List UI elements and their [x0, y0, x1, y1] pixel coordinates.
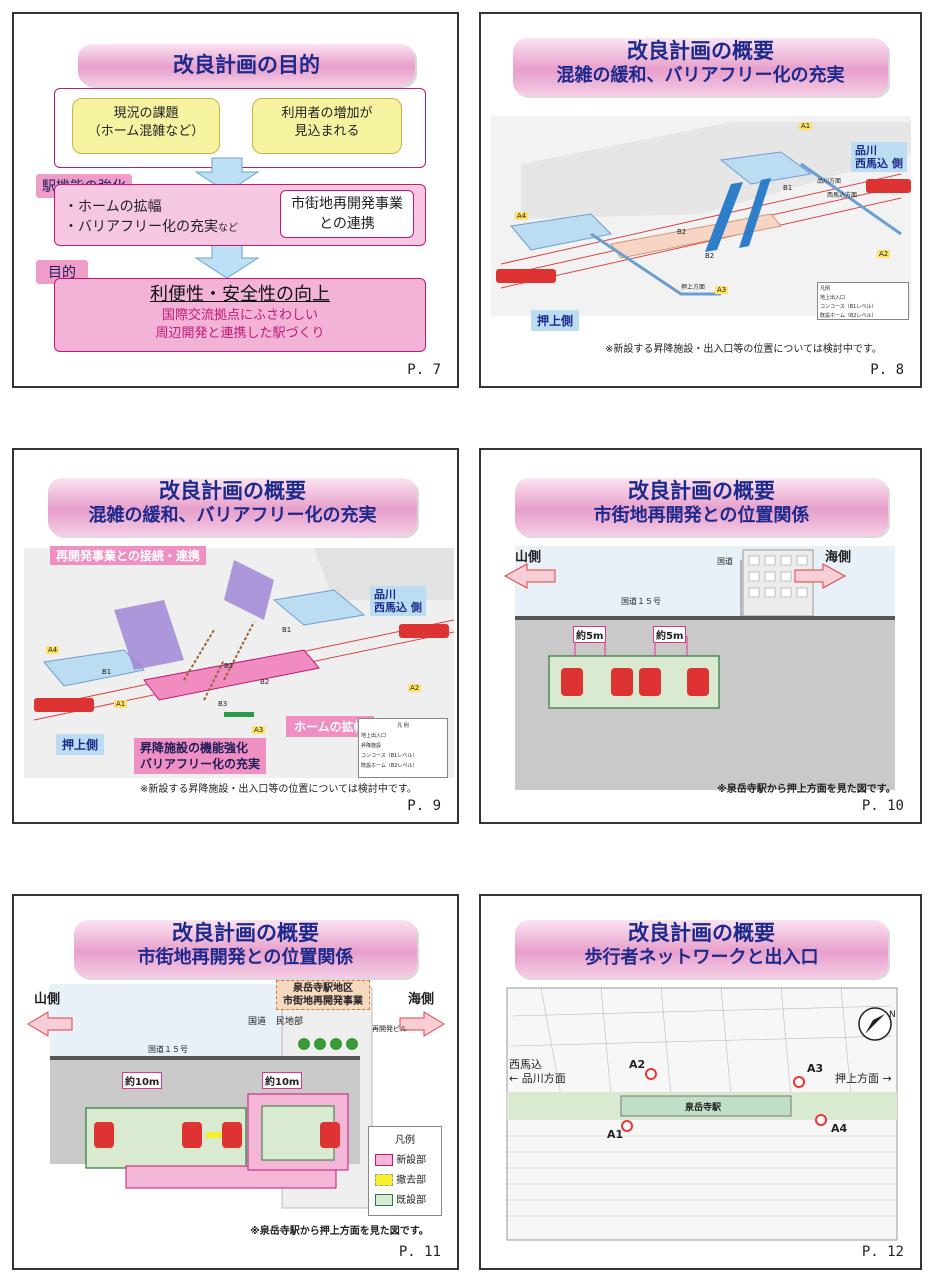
- label-station: 泉岳寺駅: [685, 1103, 722, 1113]
- label-road: 国道: [717, 557, 733, 566]
- callout-platform-widening: ホームの拡幅: [286, 716, 374, 737]
- exit-a2: A2: [629, 1058, 646, 1071]
- label-oshiage-side: 押上側: [531, 310, 580, 331]
- issue-box-2: 利用者の増加が 見込まれる: [252, 98, 402, 154]
- slide-title: 改良計画の概要 市街地再開発との位置関係: [74, 920, 417, 978]
- note: ※泉岳寺駅から押上方面を見た図です。: [717, 784, 896, 795]
- label-route15: 国道１５号: [148, 1045, 188, 1054]
- legend: 凡例 地上出入口 コンコース（B1レベル） 既設ホーム（B2レベル）: [817, 282, 909, 320]
- level-b2-b: B2: [705, 252, 715, 260]
- page-number: P. 10: [861, 798, 904, 814]
- label-shinagawa-side: 品川西馬込 側: [370, 586, 426, 616]
- issue-box-1: 現況の課題 （ホーム混雑など）: [72, 98, 220, 154]
- exit-a4: A4: [46, 646, 60, 654]
- level-b1-a: B1: [102, 668, 112, 676]
- dim-5m-1: 約5m: [573, 626, 607, 643]
- dir-shinagawa: 品川方面: [817, 178, 842, 185]
- label-oshiage-side: 押上側: [56, 734, 105, 755]
- callout-barrierfree: 昇降施設の機能強化 バリアフリー化の充実: [134, 738, 267, 774]
- legend: 凡例 新設部 撤去部 既設部: [368, 1126, 442, 1216]
- goal-text: 利便性・安全性の向上: [150, 284, 330, 305]
- dir-nishimagome: 西馬込方面: [827, 192, 858, 199]
- label-sea-side: 海側: [408, 992, 435, 1007]
- legend: 凡 例 地上出入口 昇降施設 コンコース（B1レベル） 既設ホーム（B2レベル）: [358, 718, 448, 778]
- exit-a1: A1: [114, 700, 128, 708]
- slide-title: 改良計画の目的: [78, 44, 415, 86]
- dim-5m-2: 約5m: [653, 626, 687, 643]
- dir-oshiage: 押上方面: [681, 284, 706, 291]
- street-map: [506, 987, 898, 1241]
- label-private-land: 民地部: [276, 1017, 304, 1027]
- note: ※新設する昇降施設・出入口等の位置については検討中です。: [140, 784, 417, 795]
- slide-p11: 改良計画の概要 市街地再開発との位置関係 山側 海側 泉岳寺駅地区 市街地再開発…: [12, 894, 459, 1270]
- exit-a2: A2: [877, 250, 891, 258]
- exit-a3: A3: [252, 726, 266, 734]
- level-b2-a: B2: [224, 662, 234, 670]
- level-b2-b: B2: [260, 678, 270, 686]
- slide-title: 改良計画の概要 歩行者ネットワークと出入口: [515, 920, 888, 978]
- page-number: P. 8: [870, 362, 904, 378]
- slide-title: 改良計画の概要 混雑の緩和、バリアフリー化の充実: [48, 478, 417, 536]
- note: ※新設する昇降施設・出入口等の位置については検討中です。: [605, 344, 882, 355]
- level-b1-b: B1: [282, 626, 292, 634]
- slide-p12: 改良計画の概要 歩行者ネットワークと出入口 西馬込 ← 品川方面 押上方面 → …: [479, 894, 922, 1270]
- redevelopment-area-box: 泉岳寺駅地区 市街地再開発事業: [276, 980, 370, 1010]
- page-number: P. 11: [398, 1244, 441, 1260]
- label-mountain-side: 山側: [34, 992, 61, 1007]
- page-number: P. 7: [407, 362, 441, 378]
- label-road: 国道: [248, 1017, 267, 1027]
- slide-p10: 改良計画の概要 市街地再開発との位置関係 山側 海側 国道 国道１５号 約5m …: [479, 448, 922, 824]
- link-box: 市街地再開発事業 との連携: [280, 190, 414, 238]
- slide-p7: 改良計画の目的 現況の課題 （ホーム混雑など） 利用者の増加が 見込まれる 駅機…: [12, 12, 459, 388]
- level-b2-a: B2: [677, 228, 687, 236]
- slide-title: 改良計画の概要 市街地再開発との位置関係: [515, 478, 888, 536]
- exit-a3: A3: [715, 286, 729, 294]
- exit-a4: A4: [515, 212, 529, 220]
- page-number: P. 9: [407, 798, 441, 814]
- goal-sub-1: 国際交流拠点にふさわしい: [161, 308, 318, 323]
- exit-a2: A2: [408, 684, 422, 692]
- note: ※泉岳寺駅から押上方面を見た図です。: [250, 1226, 429, 1237]
- compass-icon: N: [889, 1010, 896, 1020]
- level-b1: B1: [783, 184, 793, 192]
- goal-sub-2: 周辺開発と連携した駅づくり: [155, 326, 325, 341]
- exit-a4: A4: [831, 1122, 848, 1135]
- label-mountain-side: 山側: [515, 550, 542, 565]
- label-redevelopment-building: 再開発ビル: [372, 1025, 407, 1033]
- dim-10m-1: 約10m: [122, 1072, 163, 1089]
- cross-section-diagram: [503, 546, 895, 790]
- label-sea-side: 海側: [825, 550, 852, 565]
- page-number: P. 12: [861, 1244, 904, 1260]
- label-shinagawa-side: 品川西馬込 側: [851, 142, 907, 172]
- bullet-barrierfree: ・バリアフリー化の充実など: [64, 219, 238, 235]
- exit-a1-top: A1: [799, 122, 813, 130]
- exit-a1: A1: [607, 1128, 624, 1141]
- bullet-platform: ・ホームの拡幅: [64, 199, 162, 215]
- label-route15: 国道１５号: [621, 597, 661, 606]
- exit-a3: A3: [807, 1062, 824, 1075]
- level-b3: B3: [218, 700, 228, 708]
- station-3d-diagram: [491, 116, 911, 316]
- dim-10m-2: 約10m: [262, 1072, 303, 1089]
- callout-redevelopment: 再開発事業との接続・連携: [50, 546, 206, 565]
- slide-p8: 改良計画の概要 混雑の緩和、バリアフリー化の充実 品川西馬込 側 押上側 A1 …: [479, 12, 922, 388]
- label-west: 西馬込 ← 品川方面: [509, 1058, 566, 1085]
- label-east: 押上方面 →: [835, 1072, 892, 1085]
- slide-p9: 改良計画の概要 混雑の緩和、バリアフリー化の充実 再開発事業との接続・連携 ホー…: [12, 448, 459, 824]
- slide-title: 改良計画の概要 混雑の緩和、バリアフリー化の充実: [513, 38, 888, 96]
- goal-box: 利便性・安全性の向上 国際交流拠点にふさわしい 周辺開発と連携した駅づくり: [54, 278, 426, 352]
